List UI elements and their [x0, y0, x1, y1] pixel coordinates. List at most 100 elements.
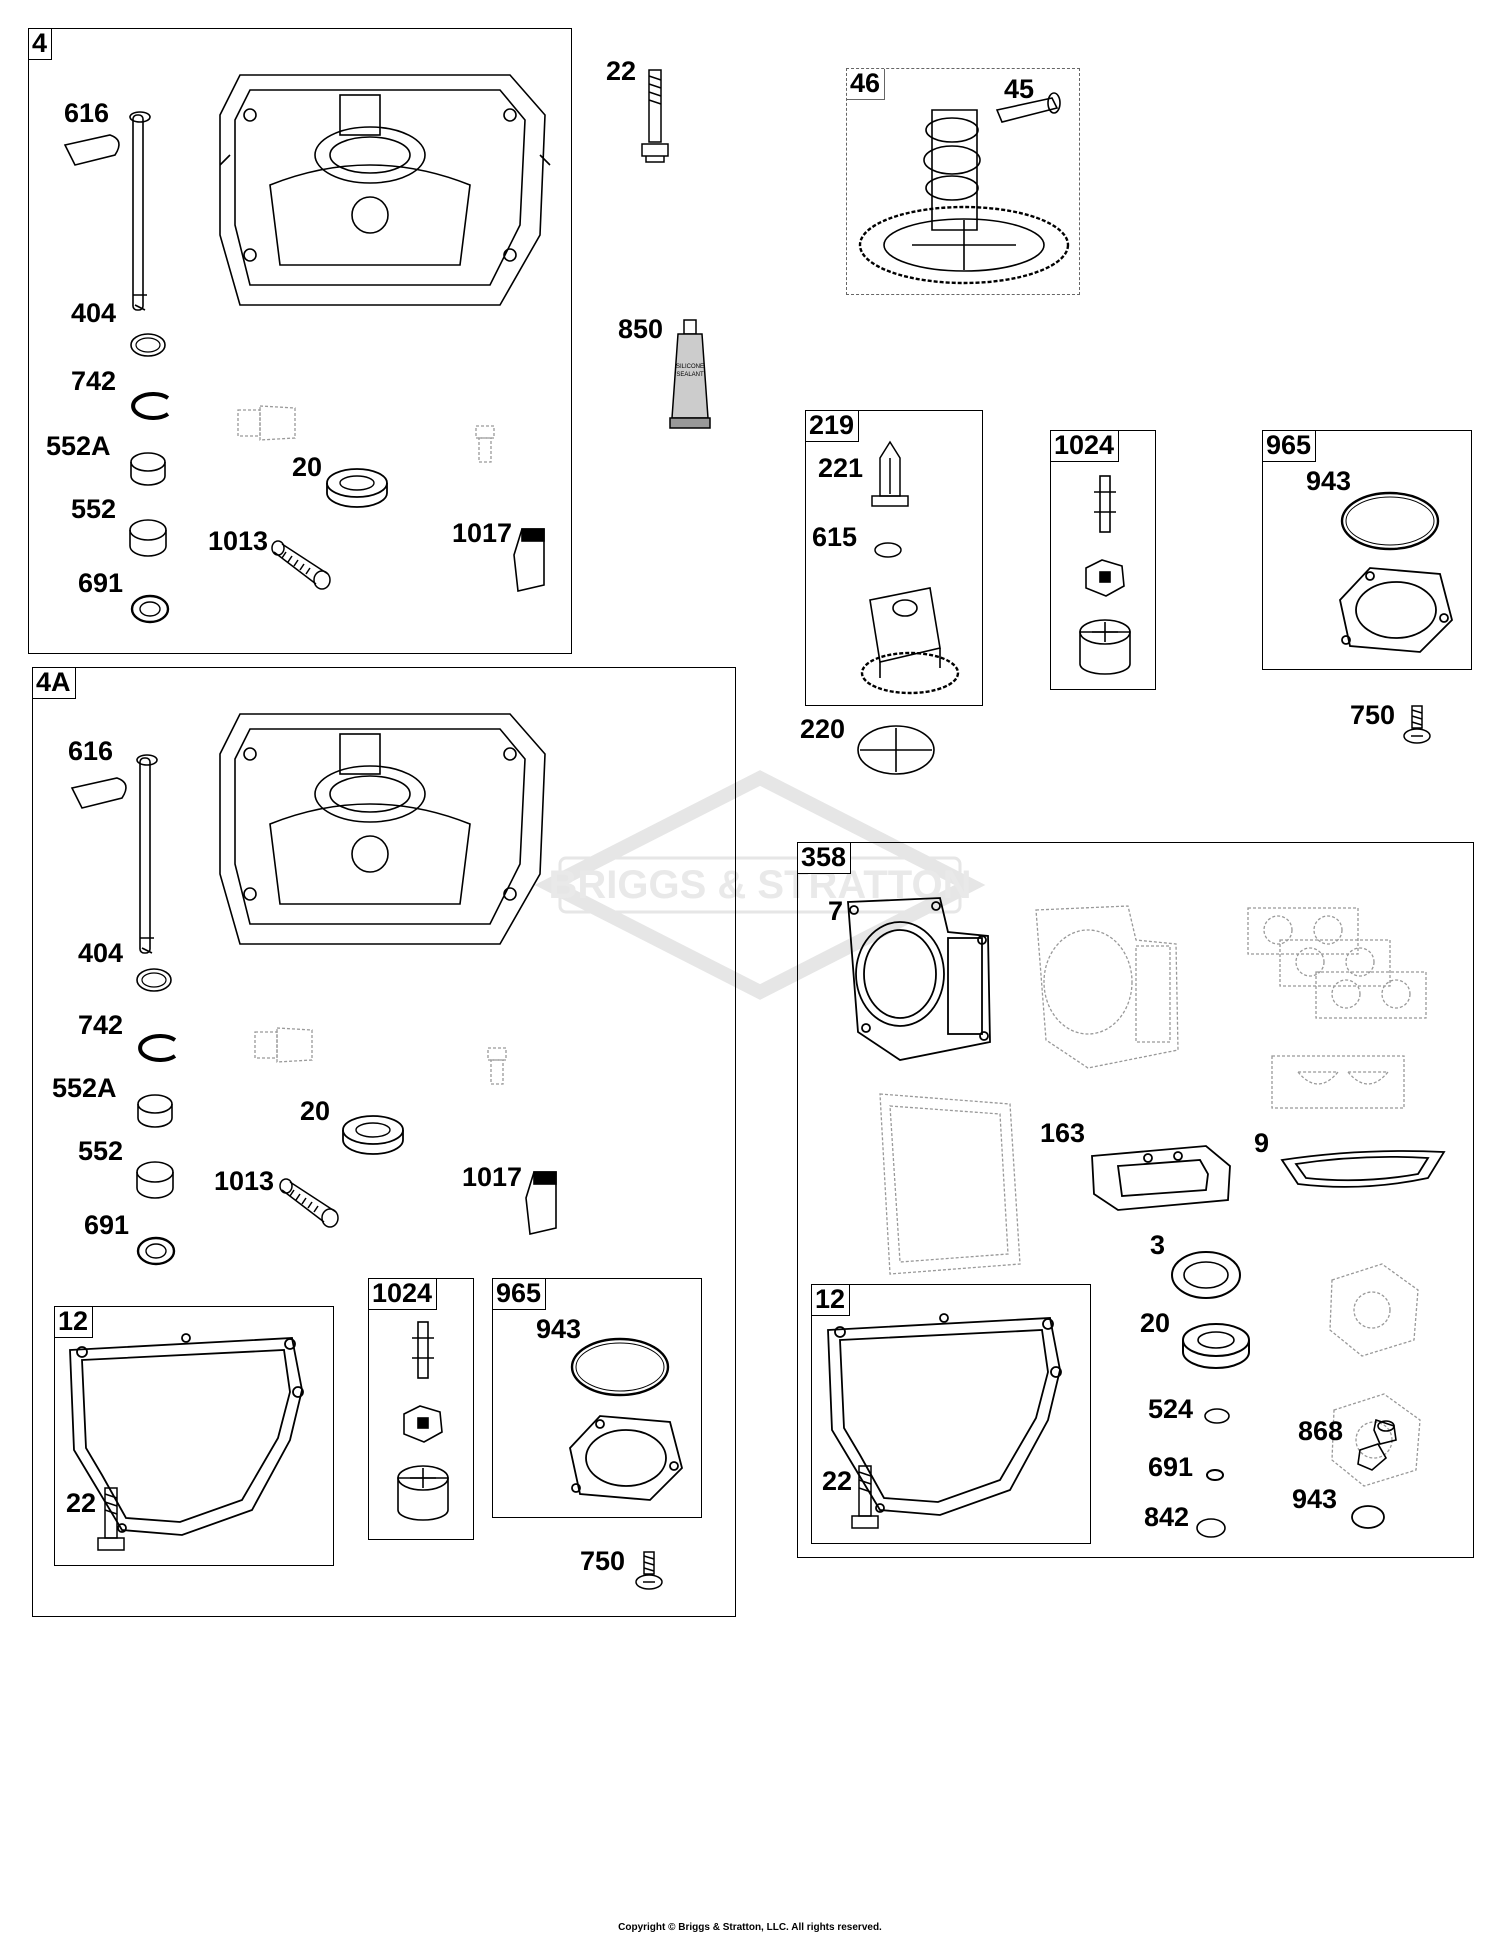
label-404: 404 — [71, 298, 117, 328]
intake-gasket-dashed — [1271, 1055, 1405, 1109]
bolt — [641, 69, 669, 163]
bushing — [137, 1094, 173, 1128]
label-750: 750 — [580, 1546, 626, 1576]
label-163: 163 — [1040, 1118, 1086, 1148]
group-1024: 1024 — [368, 1278, 474, 1540]
pump-cover — [569, 1415, 684, 1501]
plug-dashed — [254, 1027, 313, 1063]
group-1024-label: 1024 — [1051, 431, 1120, 462]
o-ring-small — [1351, 1505, 1385, 1529]
bolt — [97, 1487, 125, 1551]
washer — [130, 333, 166, 357]
group-358-label: 358 — [798, 843, 852, 874]
label-850: 850 — [618, 314, 664, 344]
bushing — [136, 1161, 174, 1199]
label-552: 552 — [71, 494, 117, 524]
o-ring-small — [1196, 1518, 1226, 1538]
label-404: 404 — [78, 938, 124, 968]
filter-element — [513, 528, 545, 592]
group-358: 358 — [797, 842, 1474, 1558]
group-219: 219 — [805, 410, 983, 706]
group-12-label: 12 — [812, 1285, 851, 1316]
screw — [1403, 705, 1431, 744]
pump-rotor-set — [397, 1321, 449, 1521]
label-45: 45 — [1004, 74, 1035, 104]
seal — [136, 1236, 176, 1266]
gasket — [69, 1333, 304, 1536]
label-615: 615 — [812, 522, 858, 552]
pump-cover — [1339, 567, 1454, 653]
bushing — [129, 519, 167, 557]
e-ring — [138, 1034, 177, 1062]
governor-cup — [857, 725, 935, 775]
label-221: 221 — [818, 453, 864, 483]
oil-seal — [342, 1115, 404, 1155]
group-46: 46 — [846, 68, 1080, 295]
copyright-footer: Copyright © Briggs & Stratton, LLC. All … — [618, 1922, 882, 1933]
gasket — [827, 1313, 1062, 1516]
label-9: 9 — [1254, 1128, 1270, 1158]
label-552: 552 — [78, 1136, 124, 1166]
flat-washer — [1171, 1251, 1241, 1299]
group-965-label: 965 — [1263, 431, 1317, 462]
group-4: 4 — [28, 28, 572, 654]
label-220: 220 — [800, 714, 846, 744]
label-868: 868 — [1298, 1416, 1344, 1446]
governor-pin — [871, 440, 909, 507]
label-742: 742 — [71, 366, 117, 396]
label-943: 943 — [536, 1314, 582, 1344]
intake-gaskets-dashed — [1247, 907, 1427, 1019]
group-4-label: 4 — [29, 29, 53, 60]
group-1024-label: 1024 — [369, 1279, 438, 1310]
retainer-ring — [874, 542, 902, 558]
pump-rotor-set — [1079, 475, 1131, 675]
label-750: 750 — [1350, 700, 1396, 730]
camshaft-gear — [858, 92, 1070, 285]
label-742: 742 — [78, 1010, 124, 1040]
label-1017: 1017 — [462, 1162, 523, 1192]
svg-text:SILICONE: SILICONE — [676, 364, 704, 370]
fitting — [1357, 1418, 1397, 1471]
label-22: 22 — [66, 1488, 97, 1518]
group-12: 12 — [811, 1284, 1091, 1544]
label-1013: 1013 — [208, 526, 269, 556]
label-22: 22 — [822, 1466, 853, 1496]
label-691: 691 — [1148, 1452, 1194, 1482]
governor-gear — [860, 587, 960, 695]
group-4a: 4A — [32, 667, 736, 1617]
oil-seal — [1182, 1323, 1250, 1369]
dipstick-tube — [271, 540, 331, 590]
bolt — [851, 1465, 879, 1529]
label-3: 3 — [1150, 1230, 1166, 1260]
screw — [635, 1551, 663, 1590]
label-524: 524 — [1148, 1394, 1194, 1424]
group-12: 12 — [54, 1306, 334, 1566]
group-1024: 1024 — [1050, 430, 1156, 690]
label-1013: 1013 — [214, 1166, 275, 1196]
label-7: 7 — [828, 896, 844, 926]
carb-gaskets-dashed — [1329, 1263, 1421, 1487]
small-ring — [1206, 1469, 1224, 1481]
breather-gasket — [1091, 1145, 1231, 1211]
label-943: 943 — [1306, 466, 1352, 496]
screw-dashed — [475, 425, 495, 463]
label-20: 20 — [300, 1096, 331, 1126]
filter-element — [525, 1171, 557, 1235]
label-943: 943 — [1292, 1484, 1338, 1514]
crankcase-cover — [219, 713, 546, 945]
group-965: 965 — [1262, 430, 1472, 670]
group-219-label: 219 — [806, 411, 860, 442]
group-4a-label: 4A — [33, 668, 76, 699]
governor-shaft — [70, 754, 158, 954]
group-12-label: 12 — [55, 1307, 94, 1338]
crankcase-cover — [219, 74, 551, 306]
e-ring — [131, 392, 170, 420]
label-22-top: 22 — [606, 56, 637, 86]
governor-shaft — [63, 111, 151, 311]
exhaust-gasket — [1280, 1150, 1446, 1188]
label-20: 20 — [292, 452, 323, 482]
label-616: 616 — [68, 736, 114, 766]
label-842: 842 — [1144, 1502, 1190, 1532]
valve-cover-gasket-dashed — [879, 1093, 1021, 1275]
